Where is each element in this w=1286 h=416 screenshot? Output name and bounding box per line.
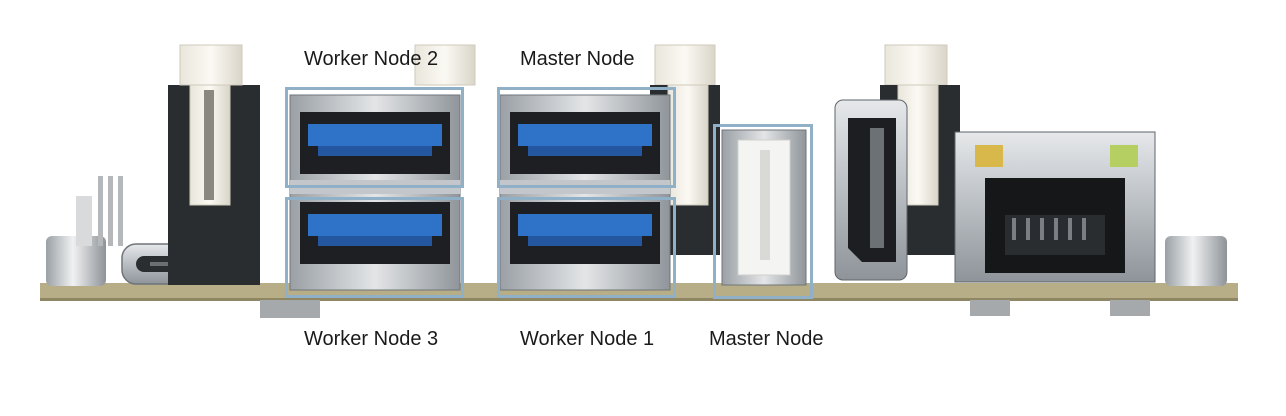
worker-node-2-highlight (285, 87, 464, 188)
label-master-node-bottom: Master Node (709, 328, 824, 350)
worker-node-1-highlight (497, 197, 676, 298)
usb3-stack-middle (499, 94, 671, 291)
display-port (834, 99, 908, 281)
label-master-node-top: Master Node (520, 48, 635, 70)
master-node-top-highlight (497, 87, 676, 188)
label-worker-node-2: Worker Node 2 (304, 48, 439, 70)
label-worker-node-3: Worker Node 3 (304, 328, 439, 350)
usb3-stack-left (289, 94, 461, 291)
usb2-vertical-port (721, 129, 807, 286)
label-worker-node-1: Worker Node 1 (520, 328, 655, 350)
worker-node-3-highlight (285, 197, 464, 298)
capacitor-left (46, 176, 123, 286)
rj45-port (954, 131, 1156, 283)
capacitor-right (1165, 236, 1227, 286)
master-node-bottom-highlight (713, 124, 813, 299)
